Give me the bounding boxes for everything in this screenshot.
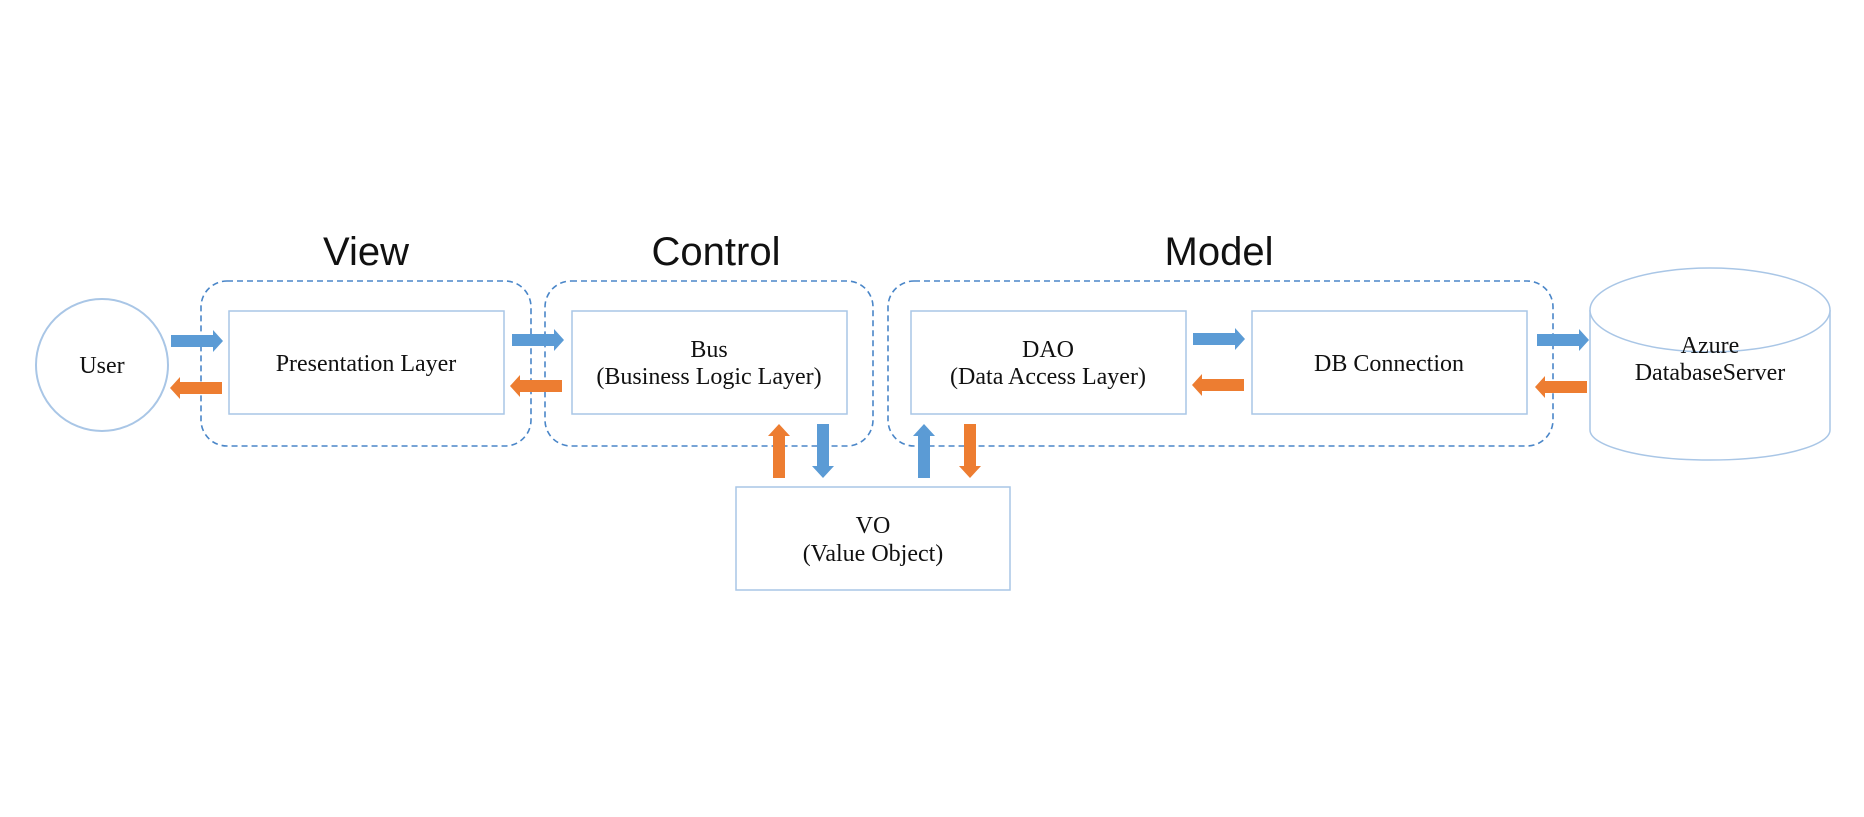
dao-node bbox=[910, 310, 1187, 415]
group-title-view: View bbox=[323, 230, 409, 274]
arrow-presentation-to-user bbox=[170, 377, 222, 399]
arrow-presentation-to-bus bbox=[512, 329, 564, 351]
arrow-dao-to-vo bbox=[959, 424, 981, 478]
group-title-control: Control bbox=[652, 230, 781, 274]
database-server-sublabel: DatabaseServer bbox=[1635, 360, 1786, 386]
group-model bbox=[887, 280, 1554, 447]
group-control bbox=[544, 280, 874, 447]
arrow-vo-to-bus bbox=[768, 424, 790, 478]
db-connection-label: DB Connection bbox=[1314, 351, 1464, 377]
arrow-database-to-db-connection bbox=[1535, 376, 1587, 398]
bus-sublabel: (Business Logic Layer) bbox=[596, 364, 821, 390]
arrow-vo-to-dao bbox=[913, 424, 935, 478]
arrow-bus-to-vo bbox=[812, 424, 834, 478]
arrow-db-connection-to-dao bbox=[1192, 374, 1244, 396]
arrow-bus-to-presentation bbox=[510, 375, 562, 397]
db-connection-node bbox=[1251, 310, 1528, 415]
dao-label: DAO bbox=[1022, 337, 1074, 363]
user-node bbox=[35, 298, 169, 432]
database-server-label: Azure bbox=[1681, 333, 1740, 359]
user-label: User bbox=[79, 353, 124, 379]
bus-node bbox=[571, 310, 848, 415]
arrow-dao-to-db-connection bbox=[1193, 328, 1245, 350]
dao-sublabel: (Data Access Layer) bbox=[950, 364, 1146, 390]
presentation-layer-node bbox=[228, 310, 505, 415]
group-view bbox=[200, 280, 532, 447]
vo-node bbox=[735, 486, 1011, 591]
arrow-db-connection-to-database bbox=[1537, 329, 1589, 351]
vo-label: VO bbox=[856, 513, 891, 539]
bus-label: Bus bbox=[690, 337, 727, 363]
group-title-model: Model bbox=[1165, 230, 1274, 274]
vo-sublabel: (Value Object) bbox=[803, 541, 944, 567]
presentation-layer-label: Presentation Layer bbox=[276, 351, 457, 377]
arrow-user-to-presentation bbox=[171, 330, 223, 352]
database-server-node bbox=[1589, 267, 1831, 461]
